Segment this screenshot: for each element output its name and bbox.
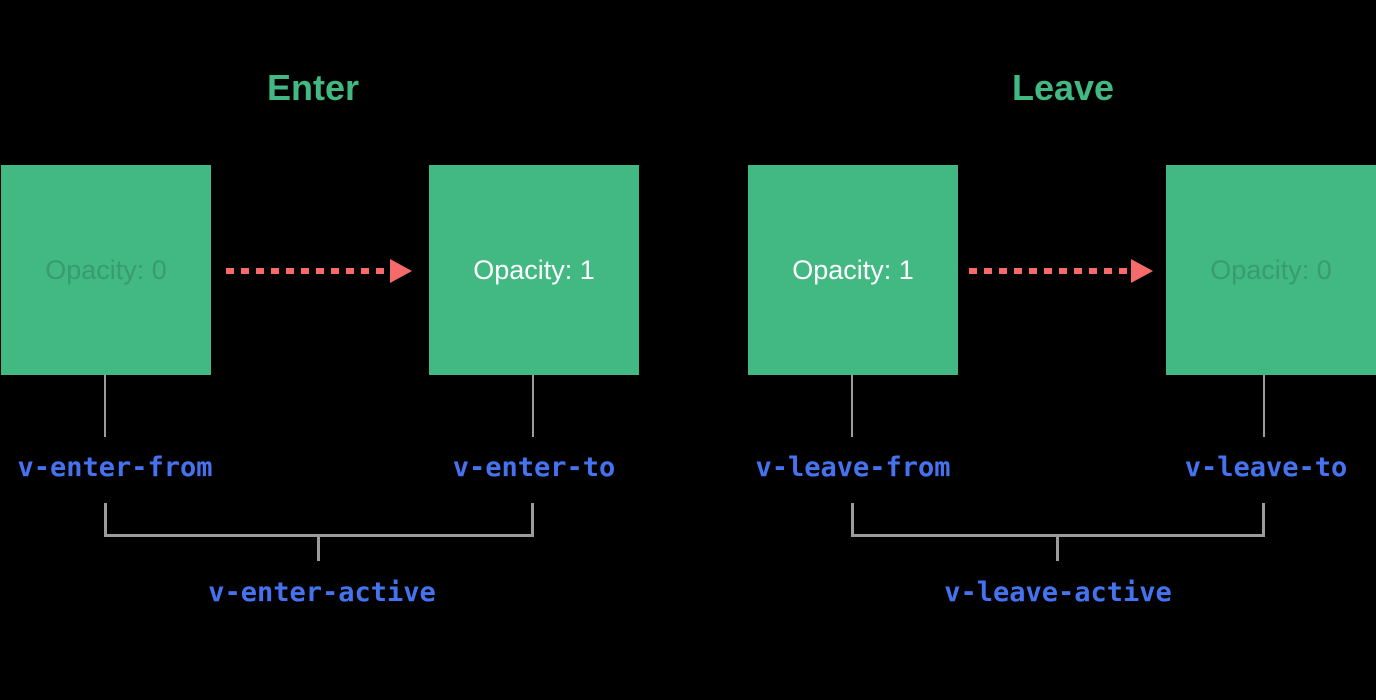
leave-from-box-opacity-text: Opacity: 1 (792, 254, 914, 285)
enter-to-box: Opacity: 1 (429, 165, 639, 375)
v-leave-to-label: v-leave-to (1184, 452, 1348, 483)
leave-active-bracket (851, 503, 1265, 537)
enter-arrow-head-icon (390, 259, 412, 283)
v-leave-active-label: v-leave-active (944, 577, 1172, 608)
enter-from-connector-line (104, 375, 106, 437)
leave-section-title: Leave (1011, 67, 1115, 108)
enter-active-bracket-tick (317, 536, 320, 561)
enter-from-box-opacity-text: Opacity: 0 (45, 254, 167, 285)
leave-to-box-opacity-text: Opacity: 0 (1210, 254, 1332, 285)
v-enter-from-label: v-enter-from (17, 452, 213, 483)
leave-to-connector-line (1263, 375, 1265, 437)
enter-to-connector-line (532, 375, 534, 437)
v-enter-to-label: v-enter-to (452, 452, 616, 483)
enter-to-box-opacity-text: Opacity: 1 (473, 254, 595, 285)
leave-arrow-head-icon (1131, 259, 1153, 283)
enter-section-title: Enter (266, 67, 360, 108)
leave-from-box: Opacity: 1 (748, 165, 958, 375)
leave-to-box: Opacity: 0 (1166, 165, 1376, 375)
enter-from-box: Opacity: 0 (1, 165, 211, 375)
leave-active-bracket-tick (1056, 536, 1059, 561)
enter-active-bracket (104, 503, 534, 537)
v-enter-active-label: v-enter-active (208, 577, 436, 608)
enter-dashed-arrow-line (226, 268, 390, 274)
leave-from-connector-line (851, 375, 853, 437)
leave-dashed-arrow-line (969, 268, 1131, 274)
v-leave-from-label: v-leave-from (755, 452, 951, 483)
